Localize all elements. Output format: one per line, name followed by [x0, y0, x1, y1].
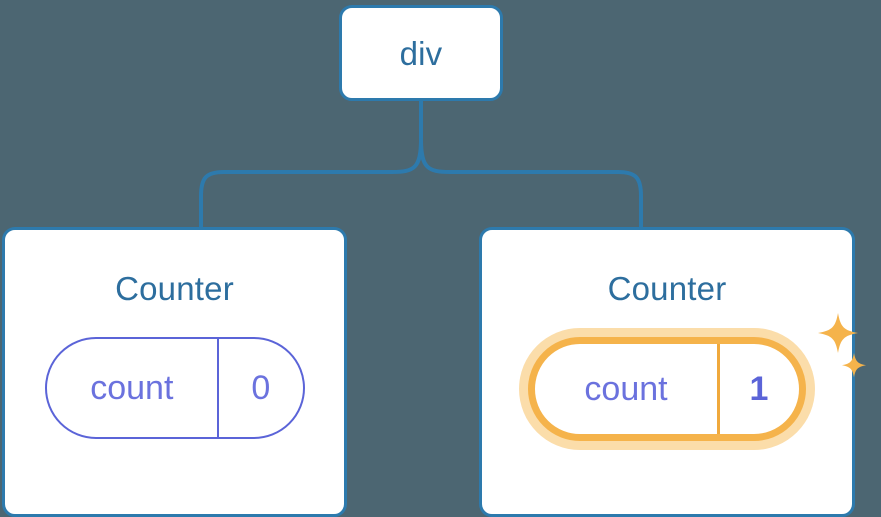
node-counter-right[interactable]: Counter count 1: [479, 227, 866, 517]
counter-left-title: Counter: [115, 270, 234, 307]
counter-left-state-wrap: count 0: [44, 337, 305, 439]
state-pill-value: 1: [749, 370, 769, 408]
node-counter-left[interactable]: Counter count 0: [2, 227, 347, 517]
sparkles-group: [818, 313, 866, 378]
state-pill-key: count: [535, 344, 720, 434]
state-pill-key: count: [47, 339, 220, 437]
counter-right-title: Counter: [607, 270, 727, 307]
sparkle-large-icon: [818, 313, 858, 353]
node-div[interactable]: div: [339, 5, 503, 101]
counter-right-state-wrap: count 1: [528, 313, 866, 441]
diagram-canvas: div Counter count 0 Counter count 1: [2, 5, 866, 517]
connector-branch-left: [199, 138, 423, 229]
state-pill-count-idle[interactable]: count 0: [44, 337, 305, 439]
state-pill-count-highlighted[interactable]: count 1: [528, 337, 806, 441]
connector-branch-right: [419, 138, 643, 229]
state-pill-value: 0: [251, 369, 271, 407]
node-div-label: div: [399, 34, 443, 72]
sparkle-small-icon: [842, 353, 866, 378]
